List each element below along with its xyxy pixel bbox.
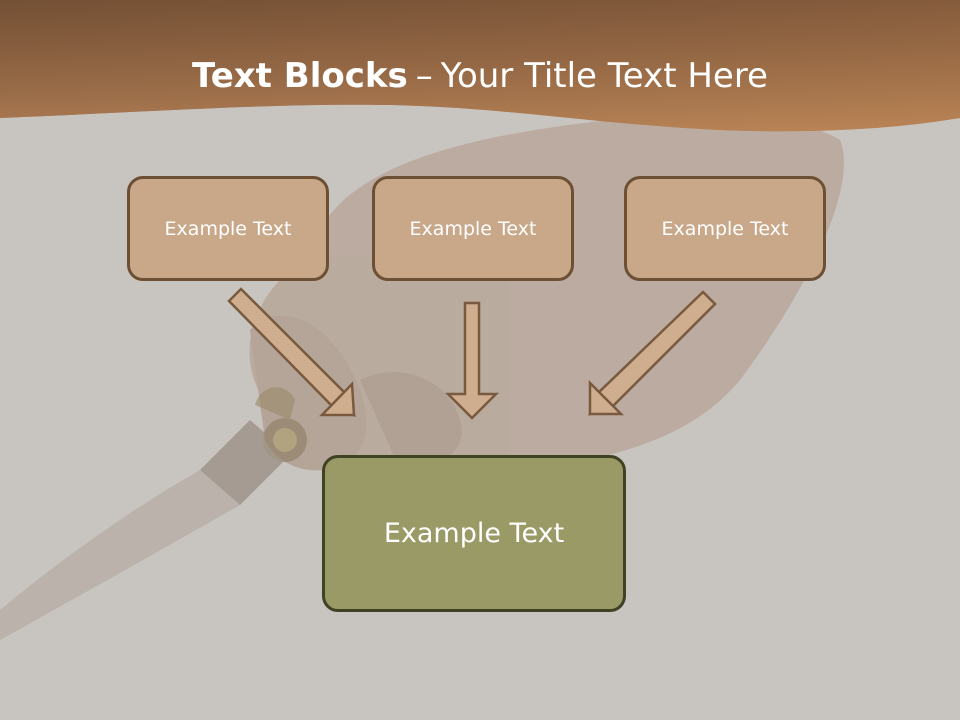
title-separator: – <box>415 56 433 96</box>
text-block-1-label: Example Text <box>164 217 292 240</box>
text-block-1[interactable]: Example Text <box>127 176 329 281</box>
title-rest: Your Title Text Here <box>440 56 768 96</box>
target-text-block-label: Example Text <box>383 518 565 549</box>
text-block-2-label: Example Text <box>409 217 537 240</box>
knife-photo <box>0 387 307 640</box>
arrow-right-to-center-head <box>588 379 625 416</box>
arrow-middle-to-center <box>444 301 500 420</box>
arrow-left-to-center-head <box>319 381 356 417</box>
arrow-left-to-center <box>227 287 357 418</box>
target-text-block[interactable]: Example Text <box>322 455 626 612</box>
slide-title: Text Blocks–Your Title Text Here <box>0 50 960 102</box>
text-block-2[interactable]: Example Text <box>372 176 574 281</box>
text-block-3[interactable]: Example Text <box>624 176 826 281</box>
title-bold: Text Blocks <box>192 56 408 96</box>
text-block-3-label: Example Text <box>661 217 789 240</box>
arrow-right-to-center <box>588 290 717 416</box>
